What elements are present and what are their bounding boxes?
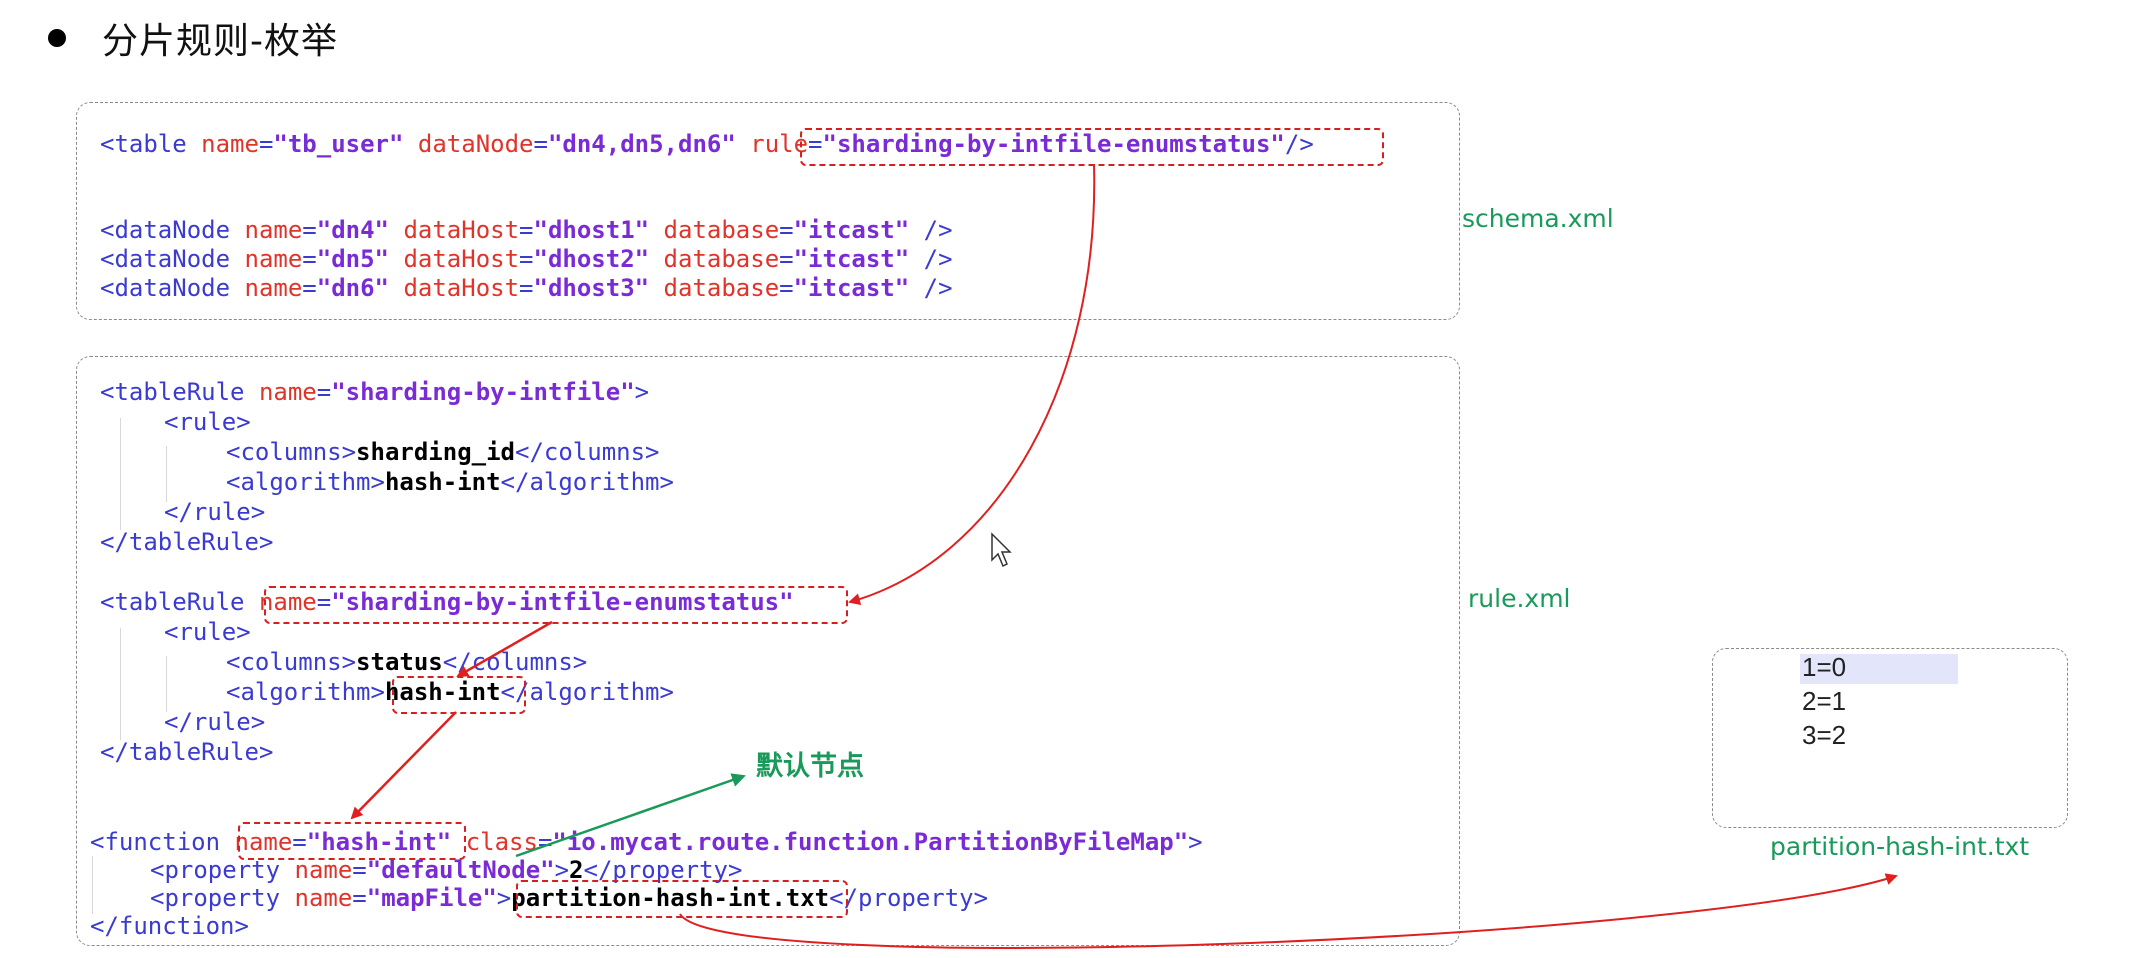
indent-guide <box>120 628 121 740</box>
mapfile-line: 2=1 <box>1802 686 1847 716</box>
default-node-label: 默认节点 <box>756 751 864 782</box>
datanode-line: <dataNode name="dn5" dataHost="dhost2" d… <box>100 245 953 273</box>
algorithm-line: <algorithm>hash-int</algorithm> <box>226 678 674 706</box>
mapfile-content: 1=0 2=1 3=2 <box>1802 650 1846 752</box>
page-title-row: 分片规则-枚举 <box>48 12 338 64</box>
rule-close: </rule> <box>164 498 266 526</box>
indent-guide <box>166 446 167 502</box>
highlight-function-name <box>238 822 466 860</box>
indent-guide <box>120 418 121 530</box>
bullet-icon <box>48 29 66 47</box>
indent-guide <box>92 856 93 914</box>
table-line: <table name="tb_user" dataNode="dn4,dn5,… <box>100 130 1314 158</box>
schema-xml-label: schema.xml <box>1462 204 1614 233</box>
tablerule-open: <tableRule name="sharding-by-intfile"> <box>100 378 650 406</box>
mapfile-label: partition-hash-int.txt <box>1770 832 2030 861</box>
highlight-rule-attr <box>800 128 1384 166</box>
indent-guide <box>166 656 167 712</box>
mapfile-line: 1=0 <box>1802 652 1847 682</box>
rule-close: </rule> <box>164 708 266 736</box>
algorithm-line: <algorithm>hash-int</algorithm> <box>226 468 674 496</box>
highlight-algorithm-value <box>392 676 526 714</box>
rule-code: <tableRule name="sharding-by-intfile"> <… <box>90 378 1203 940</box>
rule-open: <rule> <box>164 408 251 436</box>
page-title: 分片规则-枚举 <box>102 21 338 62</box>
schema-xml-box <box>76 102 1460 320</box>
mapfile-line: 3=2 <box>1802 720 1847 750</box>
rule-xml-label: rule.xml <box>1468 584 1571 613</box>
highlight-mapfile-value <box>516 880 848 918</box>
columns-line: <columns>status</columns> <box>226 648 588 676</box>
columns-line: <columns>sharding_id</columns> <box>226 438 660 466</box>
tablerule-close: </tableRule> <box>100 738 274 766</box>
tablerule-open: <tableRule name="sharding-by-intfile-enu… <box>100 588 794 616</box>
function-close: </function> <box>90 912 249 940</box>
mapfile-box <box>1712 648 2068 828</box>
tablerule-close: </tableRule> <box>100 528 274 556</box>
highlight-tablerule-name <box>264 586 848 624</box>
rule-open: <rule> <box>164 618 251 646</box>
line-selection <box>1800 654 1958 684</box>
